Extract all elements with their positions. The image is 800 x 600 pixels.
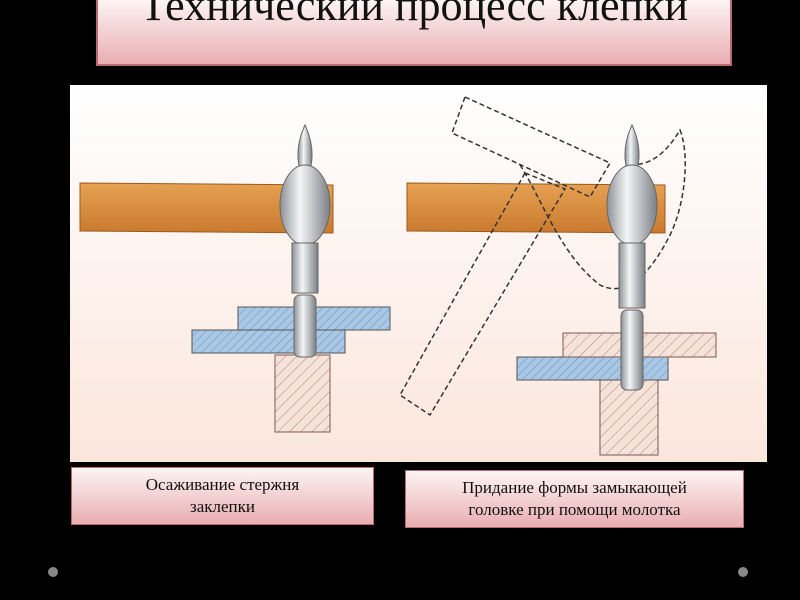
riveting-diagram <box>70 85 767 462</box>
lower-plate <box>191 329 346 354</box>
lower-plate <box>516 356 669 381</box>
rivet-set-tool <box>279 123 331 294</box>
title-box: Технический процесс клепки <box>96 0 732 66</box>
slide-title: Технический процесс клепки <box>139 0 689 30</box>
support-block <box>274 354 331 433</box>
hammer-outline-dashed <box>399 95 686 417</box>
rivet-shank <box>620 309 644 391</box>
caption-line: Осаживание стержня <box>145 475 300 494</box>
nav-dot-left[interactable] <box>48 567 58 577</box>
caption-shaping-head: Придание формы замыкающей головке при пом… <box>405 470 744 528</box>
caption-line: заклепки <box>189 497 255 516</box>
caption-line: Придание формы замыкающей <box>462 478 687 497</box>
caption-line: головке при помощи молотка <box>468 500 681 519</box>
nav-dot-right[interactable] <box>738 567 748 577</box>
caption-upsetting: Осаживание стержня заклепки <box>71 467 374 525</box>
rivet-shank <box>293 294 317 358</box>
support-block <box>599 379 659 456</box>
rivet-set-tool <box>606 123 658 309</box>
left-illustration <box>79 123 391 433</box>
wood-handle <box>79 182 334 234</box>
right-illustration <box>399 95 717 456</box>
wood-handle <box>406 182 666 234</box>
